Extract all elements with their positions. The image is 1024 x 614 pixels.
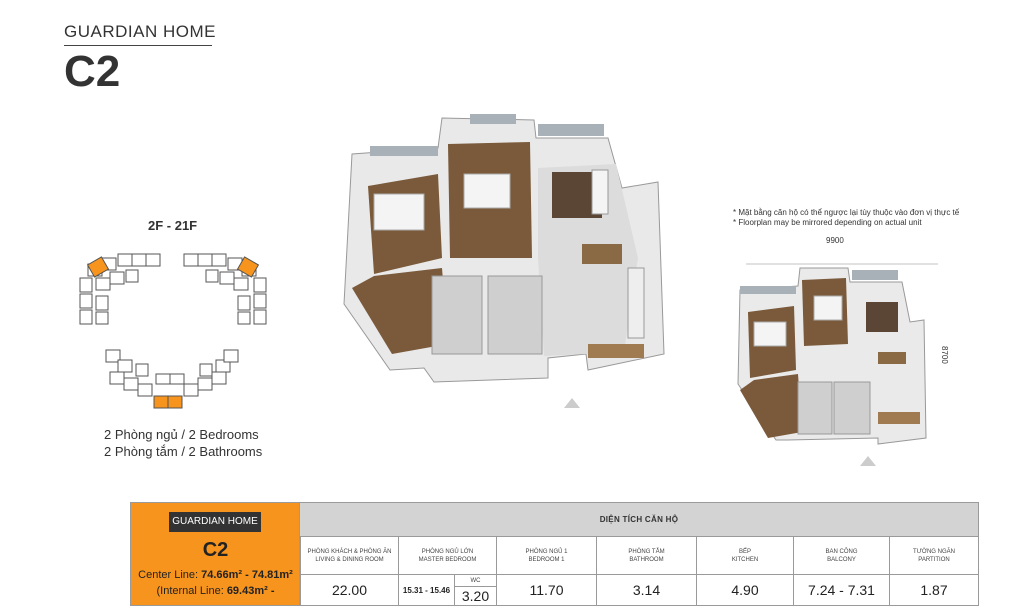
width-dimension: 9900 [826,236,844,245]
col-master-vi: PHÒNG NGỦ LỚN [421,548,474,555]
area-table: GUARDIAN HOME C2 Center Line: 74.66m² - … [130,502,979,606]
col-bathroom-value: 3.14 [632,582,661,598]
bathroom-count: 2 Phòng tắm / 2 Bathrooms [104,444,263,459]
col-master-en: MASTER BEDROOM [418,556,477,563]
col-balcony: BAN CÔNG BALCONY 7.24 - 7.31 [793,537,889,605]
floorplan-2d [737,263,938,466]
col-kitchen-vi: BẾP [738,548,751,555]
col-living-vi: PHÒNG KHÁCH & PHÒNG ĂN [307,548,392,555]
col-balcony-vi: BAN CÔNG [825,548,858,555]
col-balcony-en: BALCONY [827,556,856,563]
col-master-wc-value: 3.20 [454,587,496,605]
col-living-header: PHÒNG KHÁCH & PHÒNG ĂN LIVING & DINING R… [301,537,398,575]
col-master-header: PHÒNG NGỦ LỚN MASTER BEDROOM [399,537,496,575]
unit-summary-cell: GUARDIAN HOME C2 Center Line: 74.66m² - … [131,503,300,605]
note-vi: * Mặt bằng căn hộ có thể ngược lại tùy t… [733,208,960,217]
col-bedroom1-en: BEDROOM 1 [528,556,565,563]
col-master-value: 15.31 - 15.46 [402,585,451,595]
room-summary: 2 Phòng ngủ / 2 Bedrooms 2 Phòng tắm / 2… [104,426,262,460]
col-partition-header: TƯỜNG NGĂN PARTITION [890,537,978,575]
col-bathroom: PHÒNG TẮM BATHROOM 3.14 [596,537,696,605]
col-bathroom-en: BATHROOM [629,556,664,563]
internal-line-value: 69.43m² - [226,585,275,597]
col-partition-vi: TƯỜNG NGĂN [913,548,955,555]
building-key-plan [79,253,267,409]
floorplan-3d [343,114,665,408]
internal-line-area: (Internal Line: 69.43m² - [131,585,300,597]
bedroom-count: 2 Phòng ngủ / 2 Bedrooms [104,427,259,442]
brand-name: GUARDIAN HOME [64,22,215,46]
col-bedroom-1: PHÒNG NGỦ 1 BEDROOM 1 11.70 [496,537,596,605]
floor-range: 2F - 21F [148,218,198,233]
internal-line-label: (Internal Line: [156,585,227,597]
table-unit-code: C2 [202,539,229,561]
brand-header: GUARDIAN HOME C2 [64,22,215,96]
col-bedroom1-vi: PHÒNG NGỦ 1 [525,548,568,555]
col-kitchen-header: BẾP KITCHEN [697,537,793,575]
col-living-value: 22.00 [331,582,368,598]
center-line-area: Center Line: 74.66m² - 74.81m² [131,569,300,581]
col-master-wc-label: WC [454,575,496,587]
col-living: PHÒNG KHÁCH & PHÒNG ĂN LIVING & DINING R… [300,537,398,605]
col-partition: TƯỜNG NGĂN PARTITION 1.87 [889,537,978,605]
center-line-value: 74.66m² - 74.81m² [201,569,293,581]
center-line-label: Center Line: [138,569,202,581]
note-en: * Floorplan may be mirrored depending on… [733,218,922,227]
col-bathroom-vi: PHÒNG TẮM [628,548,665,555]
table-heading: DIỆN TÍCH CĂN HỘ [300,503,978,537]
col-partition-value: 1.87 [920,582,948,598]
col-bedroom1-value: 11.70 [529,582,564,598]
col-kitchen-value: 4.90 [731,582,759,598]
floorplan-notes: * Mặt bằng căn hộ có thể ngược lại tùy t… [733,208,959,228]
table-brand: GUARDIAN HOME [169,512,261,532]
col-kitchen: BẾP KITCHEN 4.90 [696,537,793,605]
col-bathroom-header: PHÒNG TẮM BATHROOM [597,537,696,575]
col-living-en: LIVING & DINING ROOM [315,556,384,563]
col-kitchen-en: KITCHEN [731,556,759,563]
col-bedroom1-header: PHÒNG NGỦ 1 BEDROOM 1 [497,537,596,575]
col-balcony-value: 7.24 - 7.31 [808,582,875,598]
height-dimension: 8700 [940,346,949,364]
col-master-bedroom: PHÒNG NGỦ LỚN MASTER BEDROOM 15.31 - 15.… [398,537,496,605]
col-partition-en: PARTITION [918,556,950,563]
unit-code: C2 [64,47,121,96]
col-balcony-header: BAN CÔNG BALCONY [794,537,889,575]
